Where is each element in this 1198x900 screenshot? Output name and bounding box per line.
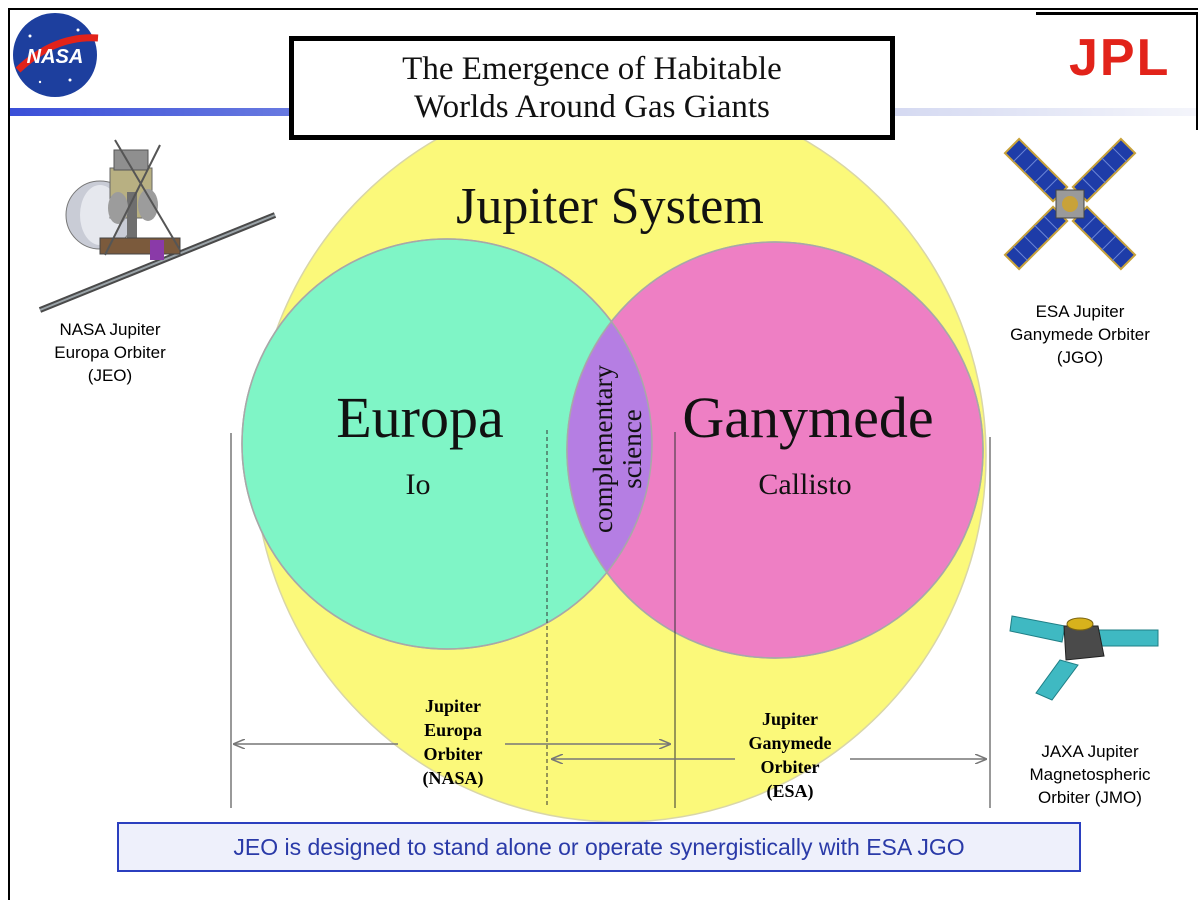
svg-text:NASA: NASA [27,46,84,68]
jupiter-system-label: Jupiter System [456,178,764,235]
europa-label: Europa [336,385,504,450]
jeo-caption: NASA Jupiter Europa Orbiter (JEO) [54,320,166,385]
jgo-spacecraft-image [1003,137,1137,271]
jgo-caption: ESA Jupiter Ganymede Orbiter (JGO) [1010,302,1150,367]
science-label: science [617,409,647,488]
io-label: Io [406,468,431,501]
svg-text:JPL: JPL [1069,29,1170,87]
title-line-2: Worlds Around Gas Giants [414,89,770,125]
title-line-1: The Emergence of Habitable [402,51,782,87]
jpl-logo: JPL [1069,29,1170,87]
ganymede-label: Ganymede [682,385,933,450]
slide-frame [8,8,1198,900]
jmo-caption: JAXA Jupiter Magnetospheric Orbiter (JMO… [1029,742,1151,807]
jeo-orbiter-label: Jupiter Europa Orbiter (NASA) [422,696,484,788]
synergy-banner: JEO is designed to stand alone or operat… [117,822,1081,872]
slide-title: The Emergence of Habitable Worlds Around… [289,36,895,140]
jgo-orbiter-label: Jupiter Ganymede Orbiter (ESA) [748,709,832,801]
complementary-label: complementary [588,365,618,533]
jmo-spacecraft-image [1009,615,1159,701]
callisto-label: Callisto [758,468,851,501]
jeo-spacecraft-image [38,139,277,313]
nasa-logo: NASA [13,13,99,97]
jpl-frame [1036,12,1198,130]
